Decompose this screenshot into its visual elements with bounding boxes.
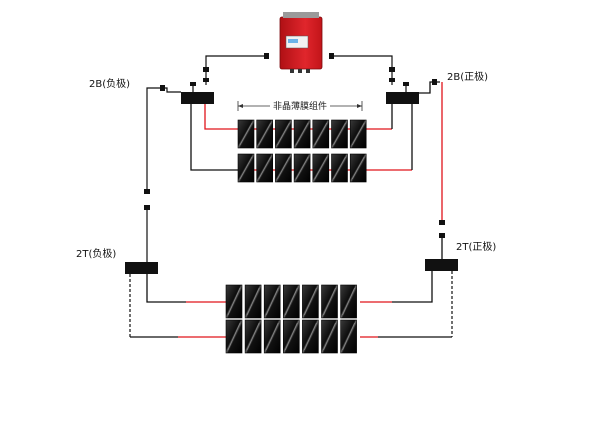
panel-glare — [323, 322, 336, 351]
panel-glare — [246, 287, 260, 316]
panel-glare — [314, 122, 328, 146]
connector-icon — [389, 67, 395, 72]
connector-icon — [389, 78, 395, 82]
panel-row-upper-2 — [237, 153, 367, 183]
panel-glare — [277, 156, 290, 180]
panel-glare — [304, 287, 317, 316]
combiner-box-2t-positive — [425, 259, 458, 271]
panel-glare — [304, 322, 317, 351]
panel-glare — [351, 156, 365, 180]
panel-glare — [239, 122, 253, 146]
label-2b-positive: 2B(正极) — [447, 70, 488, 83]
combiner-box-2b-negative — [181, 92, 214, 104]
connector-icon — [203, 67, 209, 72]
panel-glare — [333, 122, 346, 146]
left-feeder-wire — [146, 87, 181, 262]
label-2t-positive: 2T(正极) — [456, 240, 496, 253]
lower-string-wires — [130, 271, 452, 338]
right-feeder-wire — [419, 81, 443, 260]
panel-glare — [342, 287, 355, 316]
connector-icon — [329, 53, 334, 59]
panel-glare — [284, 322, 298, 351]
inverter-wires — [205, 55, 393, 68]
panel-row-upper-1 — [237, 119, 367, 149]
combiner-box-2b-positive — [386, 92, 419, 104]
inverter-icon — [279, 12, 323, 73]
panel-glare — [227, 322, 241, 351]
panel-glare — [227, 287, 241, 316]
panel-glare — [246, 322, 260, 351]
combiner-box-2t-negative — [125, 262, 158, 274]
panel-glare — [277, 122, 290, 146]
panel-glare — [342, 322, 355, 351]
panel-glare — [295, 156, 309, 180]
panel-glare — [314, 156, 328, 180]
connector-icon — [203, 78, 209, 82]
panel-glare — [258, 156, 272, 180]
panel-glare — [295, 122, 309, 146]
panel-glare — [265, 287, 279, 316]
panel-glare — [258, 122, 272, 146]
thin-film-dimension — [237, 101, 363, 111]
panel-glare — [284, 287, 298, 316]
label-2t-negative: 2T(负极) — [76, 247, 116, 260]
thin-film-label: 非晶薄膜组件 — [273, 100, 327, 112]
panel-row-lower-2 — [225, 319, 357, 354]
dashed-connections — [129, 271, 453, 337]
panel-glare — [323, 287, 336, 316]
panel-row-lower-1 — [225, 284, 357, 319]
label-2b-negative: 2B(负极) — [89, 77, 130, 90]
connector-icon — [264, 53, 269, 59]
panel-glare — [351, 122, 365, 146]
panel-glare — [333, 156, 346, 180]
panel-glare — [239, 156, 253, 180]
panel-glare — [265, 322, 279, 351]
